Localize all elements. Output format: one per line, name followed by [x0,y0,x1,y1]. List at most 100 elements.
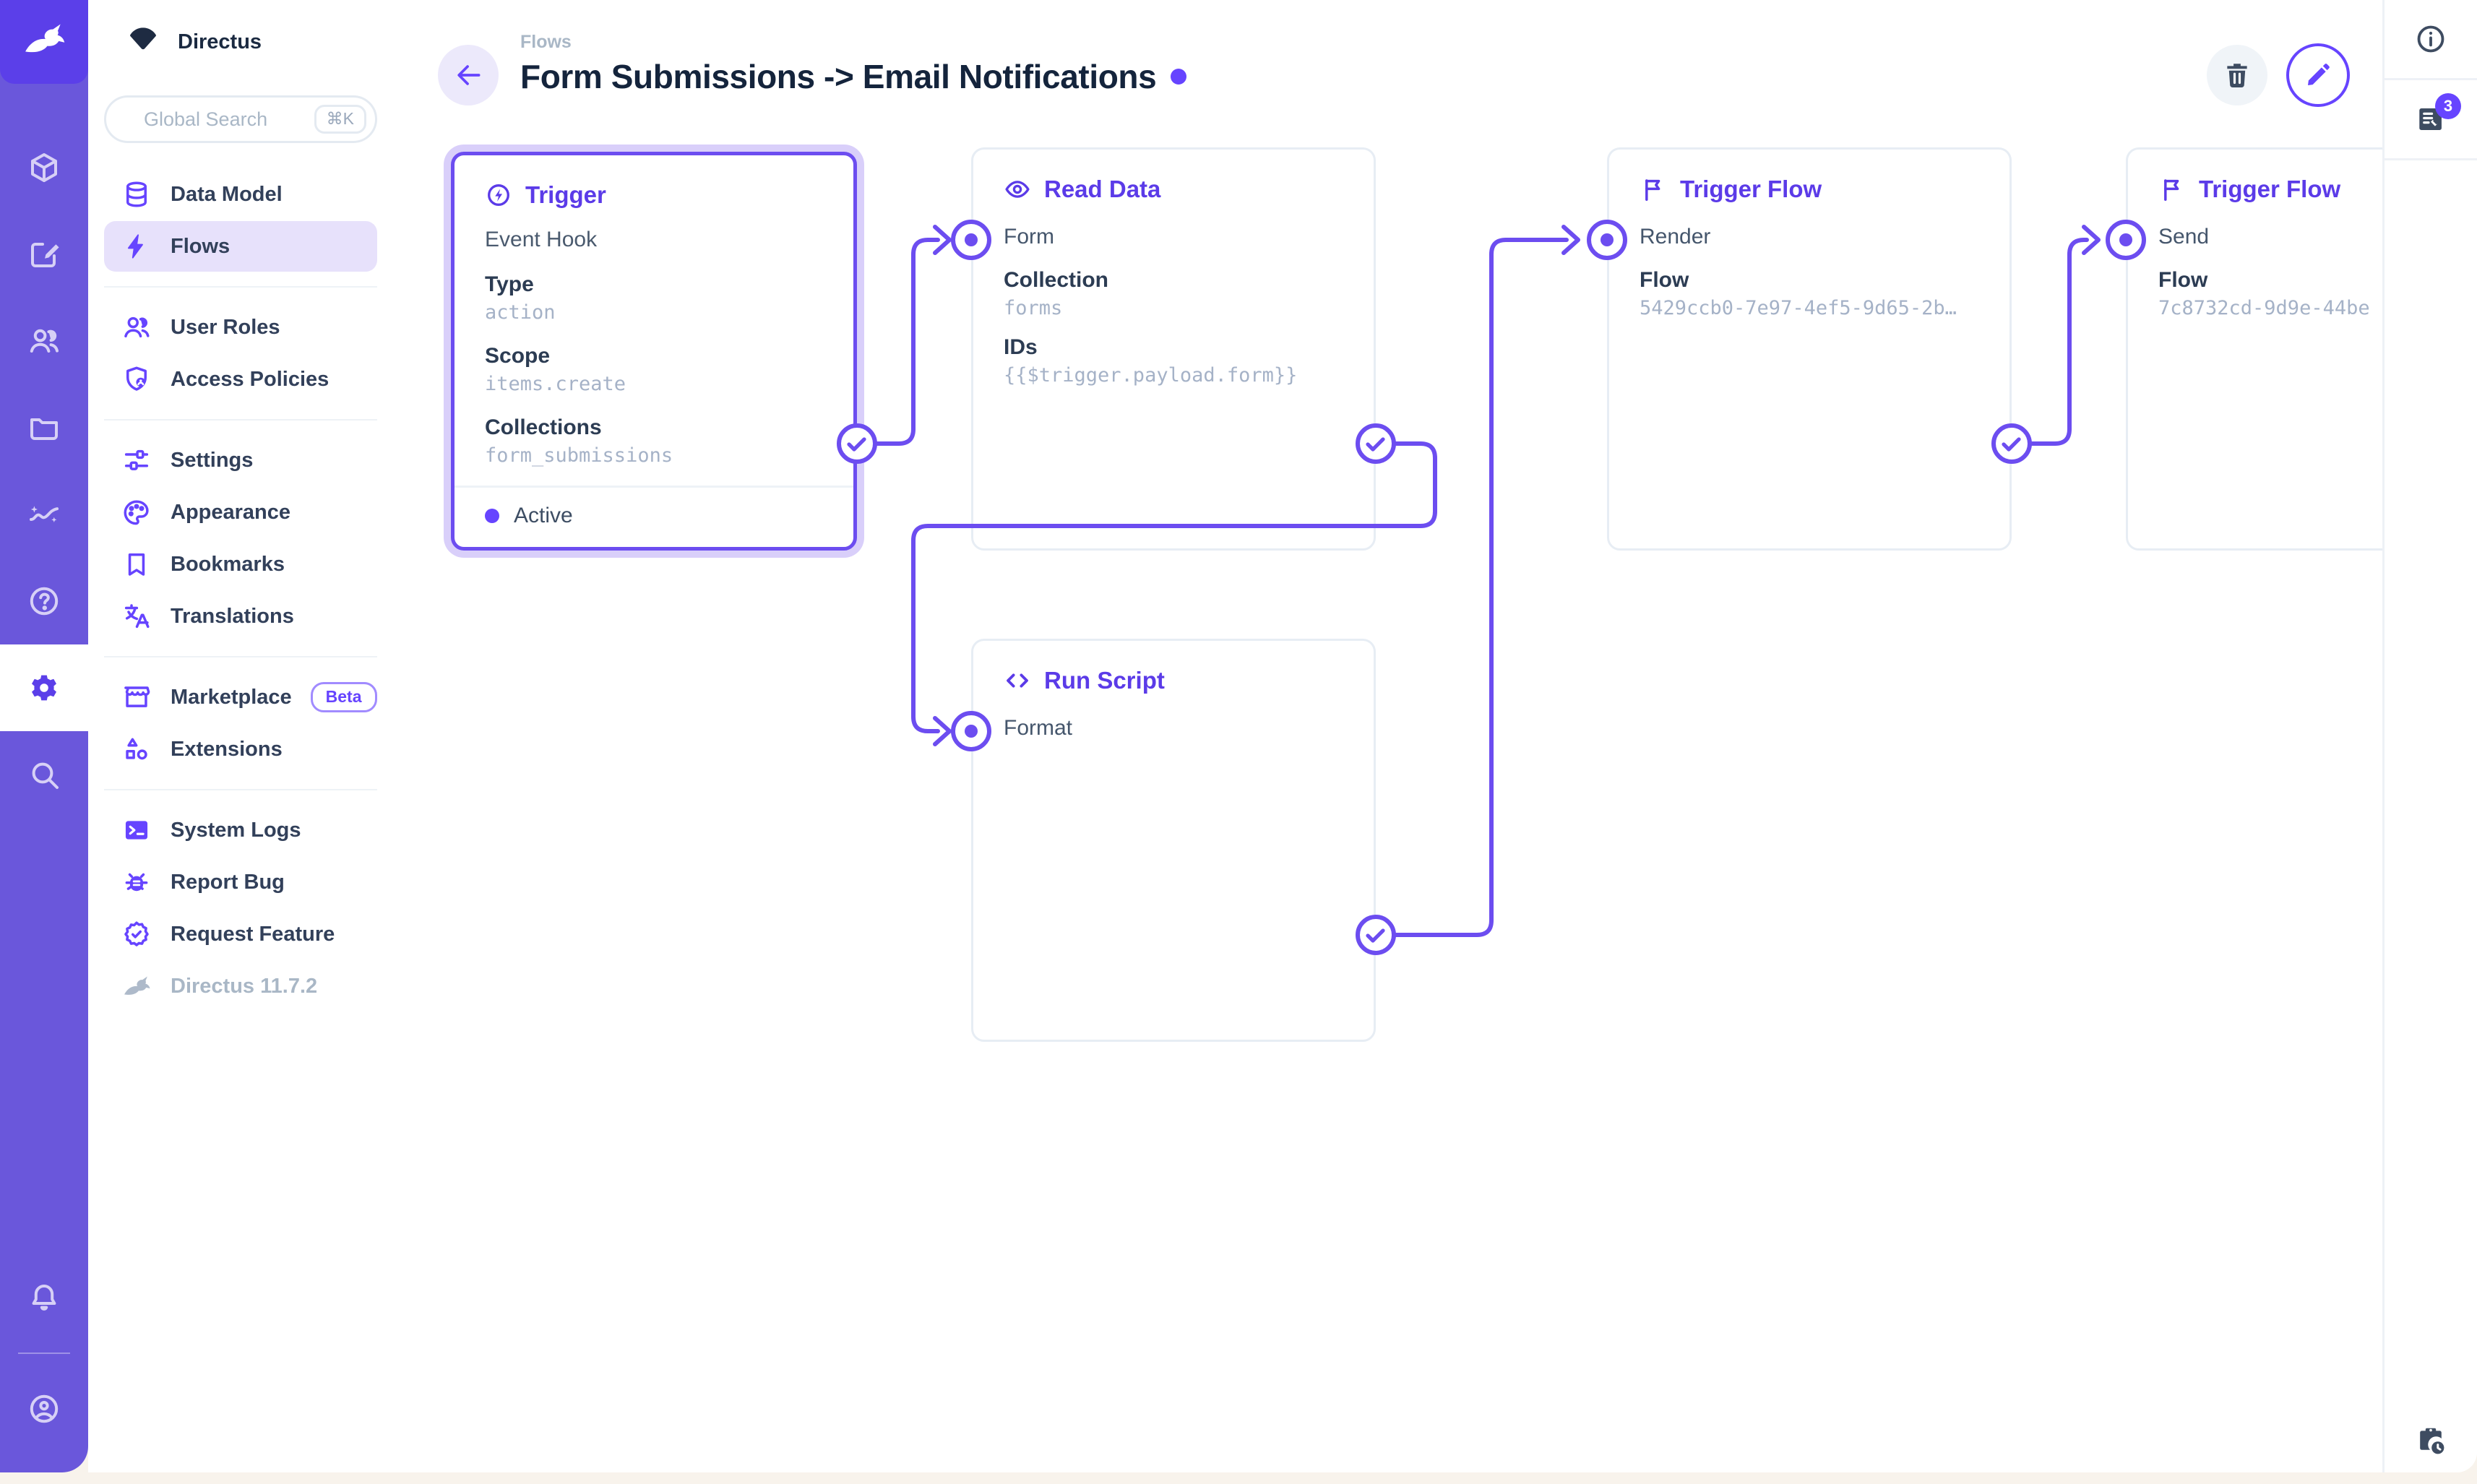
sidebar-item-settings[interactable]: Settings [104,435,377,486]
sidebar-item-extensions[interactable]: Extensions [104,724,377,775]
rail-insights-module[interactable] [0,471,88,558]
breadcrumb[interactable]: Flows [520,32,572,52]
node-field-value: action [485,301,556,324]
sidebar-item-label: User Roles [171,315,280,339]
status-dot-icon [485,509,499,523]
node-type-label: Read Data [1044,176,1161,202]
node-title: Run Script [1004,667,1343,694]
storefront-icon [121,682,152,712]
clipboard-clock-icon [2413,1423,2448,1458]
sliders-icon [121,445,152,475]
sidebar-item-label: Marketplace [171,685,292,709]
sidebar-item-user-roles[interactable]: User Roles [104,302,377,353]
search-shortcut: ⌘K [314,105,366,134]
sidebar-item-label: Data Model [171,182,283,206]
sidebar-item-flows[interactable]: Flows [104,221,377,272]
sidebar-item-label: Access Policies [171,367,329,391]
sidebar-item-label: Translations [171,604,294,628]
delete-flow-button[interactable] [2207,45,2267,105]
right-rail-flow-info-button[interactable] [2385,0,2477,80]
bolt-circle-icon [485,181,512,209]
sidebar-item-access-policies[interactable]: Access Policies [104,354,377,405]
node-field-value: forms [1004,297,1063,319]
node-field-label: Collection [1004,268,1109,292]
pencil-icon [2303,60,2333,90]
fan-logo-icon [126,26,160,58]
rabbit-icon [21,16,67,68]
back-button[interactable] [438,45,499,105]
rail-file-library-module[interactable] [0,384,88,471]
sidebar-divider [104,419,377,420]
node-field-label: Flow [1640,268,1689,292]
account-button[interactable] [0,1366,88,1452]
sidebar-item-label: Directus 11.7.2 [171,974,318,998]
pending-revisions-button[interactable] [2385,1423,2477,1458]
directus-logo[interactable] [0,0,88,84]
node-field-value: 5429ccb0-7e97-4ef5-9d65-2b… [1640,297,1957,319]
rail-content-module[interactable] [0,124,88,211]
sidebar-item-system-logs[interactable]: System Logs [104,805,377,855]
rail-search-module[interactable] [0,731,88,818]
sidebar-item-marketplace[interactable]: Marketplace Beta [104,672,377,722]
right-rail: 3 [2382,0,2477,1472]
node-input-label: Format [1004,716,1073,740]
bolt-icon [121,231,152,262]
sidebar-item-translations[interactable]: Translations [104,591,377,642]
arrow-left-icon [452,59,484,91]
seal-check-icon [121,919,152,949]
module-rail [0,0,88,1472]
rail-settings-module[interactable] [0,644,88,731]
users-icon [121,312,152,342]
sidebar-divider [104,656,377,657]
eye-icon [1004,176,1031,203]
node-input-label: Send [2158,225,2210,249]
cube-icon [27,150,61,185]
edit-flow-button[interactable] [2286,43,2350,107]
sidebar-item-label: Flows [171,234,231,258]
notifications-button[interactable] [0,1254,88,1341]
palette-icon [121,497,152,527]
sidebar-item-appearance[interactable]: Appearance [104,487,377,538]
node-type-label: Run Script [1044,667,1165,694]
flag-icon [2158,176,2186,203]
right-rail-logs-button[interactable]: 3 [2385,80,2477,160]
database-icon [121,179,152,210]
rail-user-directory-module[interactable] [0,298,88,384]
sidebar-item-report-bug[interactable]: Report Bug [104,857,377,907]
node-input-label: Render [1640,225,1711,249]
sidebar-divider [104,286,377,288]
bell-icon [27,1280,61,1315]
sidebar-item-label: Appearance [171,500,291,524]
sidebar-item-bookmarks[interactable]: Bookmarks [104,539,377,590]
search-icon [27,757,61,792]
terminal-icon [121,815,152,845]
global-search-input[interactable]: Global Search ⌘K [104,95,377,143]
sidebar-item-data-model[interactable]: Data Model [104,169,377,220]
sidebar-item-request-feature[interactable]: Request Feature [104,909,377,959]
bug-icon [121,867,152,897]
rabbit-icon [121,971,152,1001]
page-title: Form Submissions -> Email Notifications [520,58,1157,95]
shield-user-icon [121,364,152,394]
account-icon [27,1392,61,1426]
code-icon [1004,667,1031,694]
logs-count-badge: 3 [2435,93,2461,119]
node-type-label: Trigger Flow [2199,176,2341,202]
node-title: Read Data [1004,176,1343,203]
project-header[interactable]: Directus [88,0,393,58]
node-type-label: Trigger [525,181,606,208]
beta-badge: Beta [310,682,377,712]
node-title: Trigger [485,181,823,209]
rail-editor-module[interactable] [0,211,88,298]
node-status: Active [455,486,853,547]
gear-icon [27,670,61,705]
rail-help-module[interactable] [0,558,88,644]
